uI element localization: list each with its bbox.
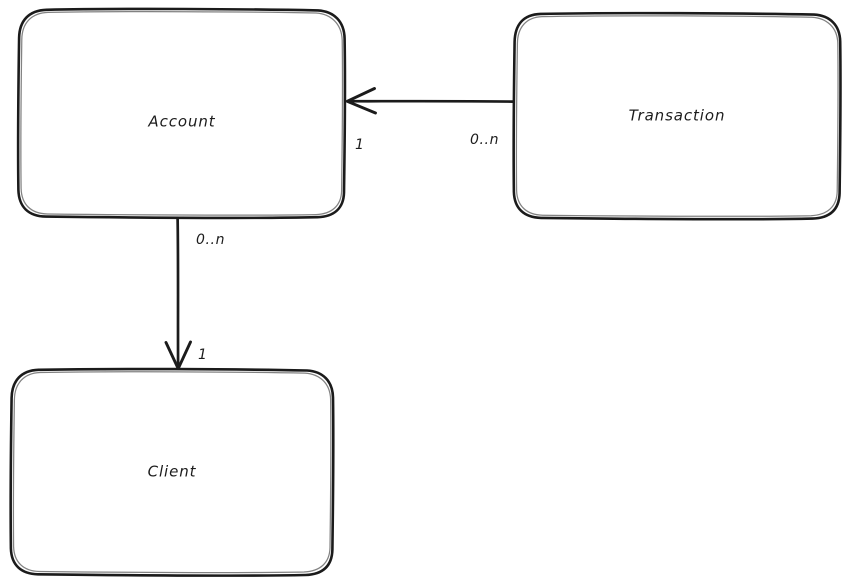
edge-transaction-to-account-arrowhead <box>345 87 377 115</box>
edge-account-to-client[interactable]: 0..n 1 <box>164 216 225 371</box>
edge-transaction-to-account-source-label: 0..n <box>470 132 499 148</box>
node-account-label: Account <box>147 113 215 131</box>
edge-transaction-to-account-target-label: 1 <box>355 137 365 153</box>
node-transaction[interactable]: Transaction <box>512 11 842 221</box>
edge-account-to-client-arrowhead <box>164 340 192 371</box>
node-client-label: Client <box>148 463 197 481</box>
node-client-shape-sketch <box>12 371 332 574</box>
node-client-shape <box>9 367 335 577</box>
edge-account-to-client-target-label: 1 <box>198 347 208 363</box>
node-client[interactable]: Client <box>9 367 335 577</box>
edge-transaction-to-account[interactable]: 0..n 1 <box>345 87 515 154</box>
node-account-shape-sketch <box>20 11 344 216</box>
edge-account-to-client-line <box>176 216 180 369</box>
node-transaction-shape-sketch <box>515 15 839 217</box>
node-account[interactable]: Account <box>16 7 347 220</box>
edge-account-to-client-source-label: 0..n <box>196 232 225 248</box>
node-transaction-label: Transaction <box>629 107 726 125</box>
node-account-shape <box>16 7 347 220</box>
node-transaction-shape <box>512 11 842 221</box>
